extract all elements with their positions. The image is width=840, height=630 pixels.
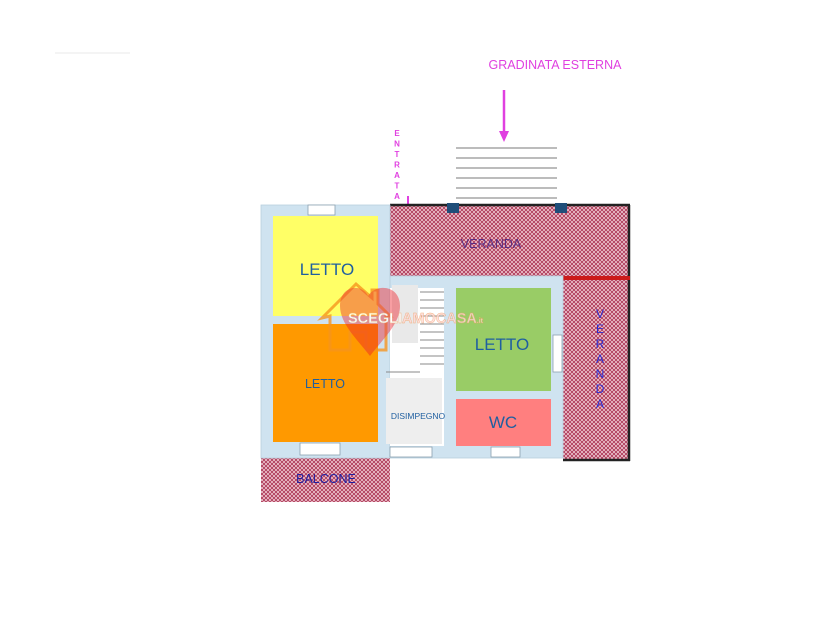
veranda-window-left	[447, 203, 459, 213]
veranda-top-label: VERANDA	[461, 237, 522, 251]
veranda-divider-bar	[563, 276, 630, 280]
interior-stairs	[386, 291, 444, 373]
veranda-side-area	[563, 276, 630, 461]
letto-green-room	[456, 288, 551, 391]
watermark-logo: SCEGLIAMOCASA.it	[317, 281, 484, 356]
letto-green-label: LETTO	[475, 335, 529, 354]
wc-label: WC	[489, 413, 517, 432]
house-heart-icon	[317, 281, 400, 356]
letto-yellow-label: LETTO	[300, 260, 354, 279]
letto-orange-label: LETTO	[305, 377, 345, 391]
external-stairs	[456, 147, 557, 199]
letto-yellow-room	[273, 216, 378, 316]
disimpegno-room	[386, 378, 442, 444]
svg-text:VERANDA: VERANDA	[596, 307, 605, 411]
balcone-area	[261, 458, 390, 502]
letto-orange-room	[273, 324, 378, 442]
disimpegno-label: DISIMPEGNO	[391, 411, 446, 421]
veranda-window-right	[555, 203, 567, 213]
gradinata-arrow	[499, 90, 509, 142]
veranda-top-area	[390, 206, 630, 276]
wc-room	[456, 399, 551, 446]
wall-windows	[299, 204, 563, 458]
closet	[392, 285, 418, 343]
watermark-text: SCEGLIAMOCASA.it	[348, 311, 484, 327]
veranda-outline	[390, 203, 631, 462]
gradinata-label: GRADINATA ESTERNA	[489, 58, 623, 72]
balcone-label: BALCONE	[296, 472, 356, 486]
